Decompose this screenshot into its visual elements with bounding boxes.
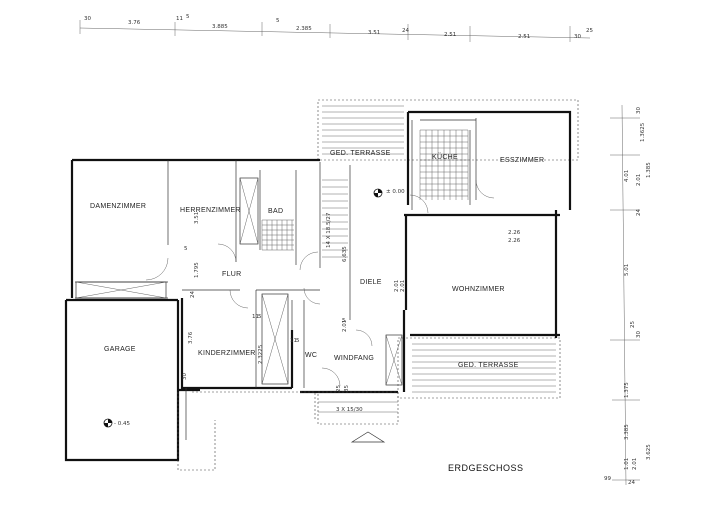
dim-dining-b: 2.26 [508, 238, 521, 244]
door-swings [145, 179, 495, 387]
dim-kinder-a: 3.76 [188, 331, 194, 344]
dim-top-10: 2.51 [444, 32, 456, 38]
garage-forecourt [177, 391, 316, 471]
room-label-flur: FLUR [222, 271, 241, 278]
staircase [322, 179, 348, 258]
terrace-top [317, 99, 579, 161]
room-label-kinderzimmer: KINDERZIMMER [198, 350, 256, 357]
dim-top-2: 3.76 [128, 20, 141, 26]
dim-top-13: 25 [586, 28, 593, 34]
dim-right-16: 2.01 [632, 458, 638, 470]
top-dimension-chain: 30 3.76 11 5 3.885 5 2.385 3.51 24 2.51 … [79, 14, 593, 42]
dim-top-1: 30 [84, 16, 91, 22]
dim-right-10: 25 [630, 321, 636, 328]
dim-wc-a: 5 [296, 338, 300, 344]
dim-garage-corner: 30 [182, 373, 188, 380]
wardrobes [75, 177, 403, 386]
dim-right-6: 1.385 [646, 162, 652, 178]
dim-herren-small: 5 [184, 246, 188, 252]
dim-wc-b: 11 [290, 338, 297, 344]
dim-right-7: 24 [636, 209, 642, 216]
dim-flur-a: 1.795 [194, 262, 200, 278]
room-label-kueche: KÜCHE [432, 153, 458, 161]
dim-right-11: 1.375 [624, 382, 630, 398]
dim-herren-width: 3.51 [194, 212, 200, 224]
dim-right-12: 3.385 [624, 424, 630, 440]
dim-wind-b: 5 [342, 318, 346, 324]
dim-right-1: 30 [636, 107, 642, 114]
dim-dining-a: 2.26 [508, 230, 521, 236]
dim-entry-a: 25 [336, 385, 342, 392]
dim-top-6: 5 [276, 18, 280, 24]
dim-top-4: 5 [186, 14, 190, 20]
room-label-terrasse-bottom: GED. TERRASSE [458, 362, 519, 369]
dim-kinder-b: 2.3225 [258, 344, 264, 364]
dim-entry-b: 35 [344, 385, 350, 392]
dim-garage-level: - 0.45 [114, 421, 130, 427]
entrance-steps [317, 391, 399, 443]
dim-level-top: ± 0.00 [386, 189, 405, 195]
room-label-wc: WC [305, 352, 317, 359]
dim-flur-b: 24 [190, 291, 196, 298]
room-label-terrasse-top: GED. TERRASSE [330, 150, 391, 157]
room-label-herrenzimmer: HERRENZIMMER [180, 207, 241, 214]
bath-tiles [261, 219, 294, 251]
dim-wohn-a: 2.01 [394, 280, 400, 292]
dim-top-12: 30 [574, 34, 581, 40]
dim-top-9: 24 [402, 28, 409, 34]
dim-right-8: 5.01 [624, 264, 630, 276]
dim-stair: 14 X 18.5/27 [326, 212, 332, 248]
dim-wind-a: 2.01 [342, 320, 348, 332]
room-label-bad: BAD [268, 208, 283, 215]
plan-title: ERDGESCHOSS [448, 463, 524, 473]
dim-right-17: 24 [628, 480, 635, 486]
terrace-bottom [397, 337, 561, 399]
room-label-diele: DIELE [360, 279, 382, 286]
room-label-esszimmer: ESSZIMMER [500, 157, 544, 164]
dim-entry-steps: 3 X 15/30 [336, 407, 363, 413]
dim-wohn-b: 2.01 [400, 280, 406, 292]
room-label-garage: GARAGE [104, 346, 136, 353]
dim-top-7: 2.385 [296, 26, 312, 32]
kitchen-tiles [419, 129, 469, 200]
dim-right-4: 4.01 [624, 170, 630, 182]
dim-top-3: 11 [176, 16, 183, 22]
room-label-damenzimmer: DAMENZIMMER [90, 203, 146, 210]
dim-right-13: 3.625 [646, 444, 652, 460]
dim-kinder-c: 11 [252, 314, 259, 320]
dim-right-2: 1.3625 [640, 122, 646, 142]
dim-right-15: 1.01 [624, 458, 630, 470]
dim-kinder-d: 5 [258, 314, 262, 320]
dim-top-8: 3.51 [368, 30, 380, 36]
room-label-windfang: WINDFANG [334, 355, 374, 362]
dim-right-9: 30 [636, 331, 642, 338]
dim-right-14: 99 [604, 476, 611, 482]
dim-right-5: 2.01 [636, 174, 642, 186]
room-label-wohnzimmer: WOHNZIMMER [452, 286, 505, 293]
level-markers [103, 188, 383, 428]
dim-diele: 6.635 [342, 246, 348, 262]
dim-top-5: 3.885 [212, 24, 228, 30]
exterior-walls [64, 110, 572, 462]
dim-top-11: 2.51 [518, 34, 530, 40]
right-dimension-chain: 30 1.3625 4.01 2.01 1.385 24 5.01 30 25 … [604, 104, 652, 486]
